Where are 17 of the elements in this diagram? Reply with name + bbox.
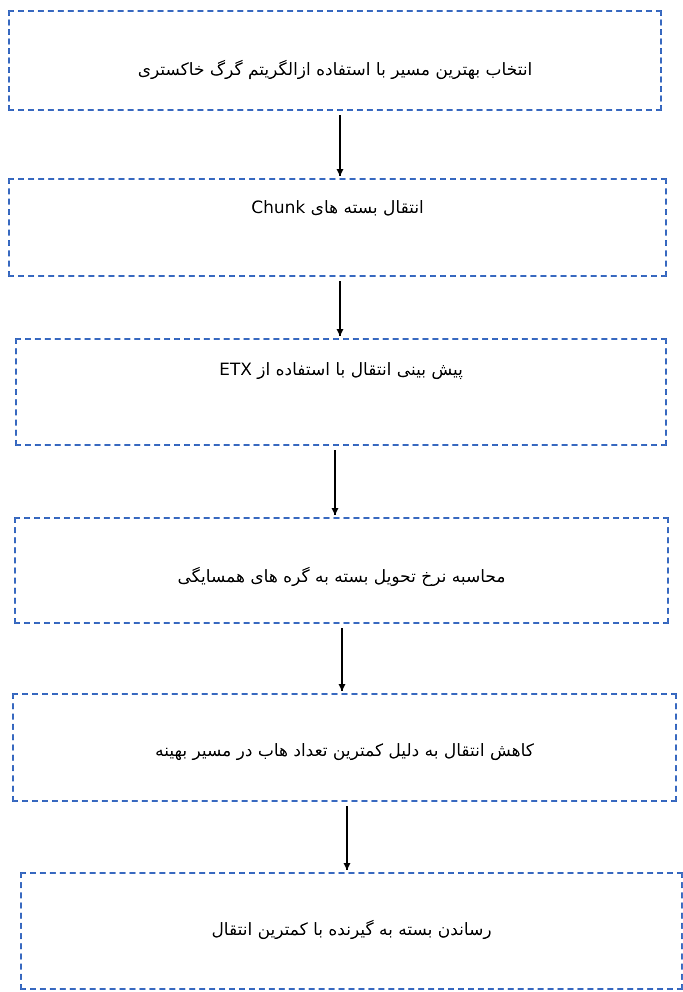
process-box: [14, 517, 669, 624]
arrow: [344, 806, 350, 870]
process-box: [8, 10, 662, 111]
arrow: [336, 115, 344, 176]
box-text: پیش بینی انتقال با استفاده از ETX: [218, 360, 464, 380]
box-text: محاسبه نرخ تحویل بسته به گره های همسایگی: [176, 567, 506, 587]
box-text: کاهش انتقال به دلیل کمترین تعداد هاب در مسیر بهینه: [154, 741, 535, 761]
box-text: رساندن بسته به گیرنده با کمترین انتقال: [210, 920, 493, 940]
box-text: انتخاب بهترین مسیر با استفاده ازالگریتم گرگ خاکستری: [136, 60, 534, 80]
process-box: [12, 693, 677, 802]
arrow: [336, 281, 344, 336]
process-box: [20, 872, 683, 990]
box-text: انتقال بسته های Chunk: [250, 198, 425, 218]
arrow: [338, 628, 346, 691]
process-box: [8, 178, 667, 277]
process-box: [15, 338, 667, 446]
arrow: [332, 450, 338, 515]
